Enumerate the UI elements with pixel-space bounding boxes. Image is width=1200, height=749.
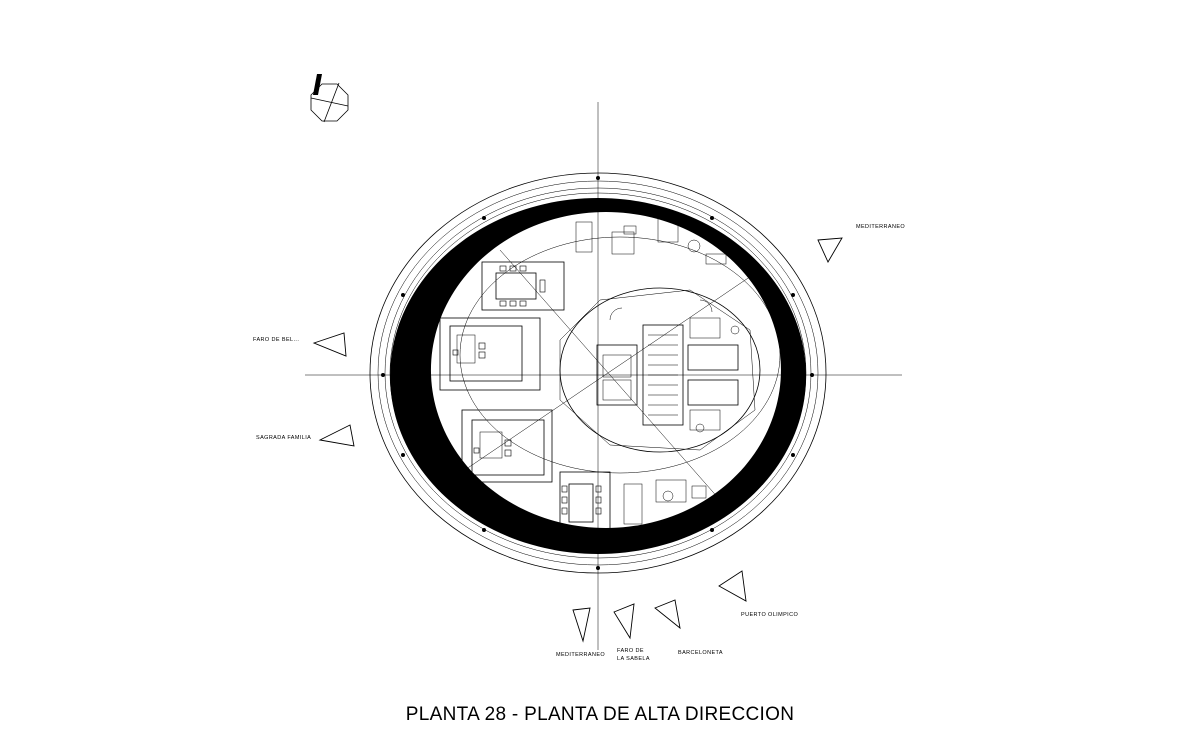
layout-arc	[459, 236, 781, 474]
label-barceloneta: BARCELONETA	[678, 650, 723, 656]
north-arrow-icon	[310, 74, 349, 123]
label-mediterraneo-right: MEDITERRANEO	[856, 224, 905, 230]
meeting-room-upper	[481, 261, 565, 311]
office-left-lower	[461, 409, 553, 483]
lounge-upper-right	[575, 217, 727, 265]
label-faro-bottom-2: LA SABELA	[617, 656, 650, 662]
label-faro-bottom-1: FARO DE	[617, 648, 644, 654]
view-markers	[312, 237, 843, 643]
diagonal-line	[449, 269, 761, 481]
office-left-upper	[439, 317, 541, 391]
label-sagrada-familia: SAGRADA FAMILIA	[256, 435, 311, 441]
lounge-lower-right	[655, 479, 707, 503]
label-puerto-olimpico: PUERTO OLIMPICO	[741, 612, 798, 618]
diagonal-line	[499, 249, 721, 501]
meeting-room-lower	[559, 471, 643, 531]
label-mediterraneo-bottom: MEDITERRANEO	[556, 652, 605, 658]
label-faro-left: FARO DE BEL...	[253, 337, 299, 343]
building-core	[559, 287, 761, 453]
column-markers	[381, 176, 814, 570]
drawing-title: PLANTA 28 - PLANTA DE ALTA DIRECCION	[405, 704, 795, 725]
